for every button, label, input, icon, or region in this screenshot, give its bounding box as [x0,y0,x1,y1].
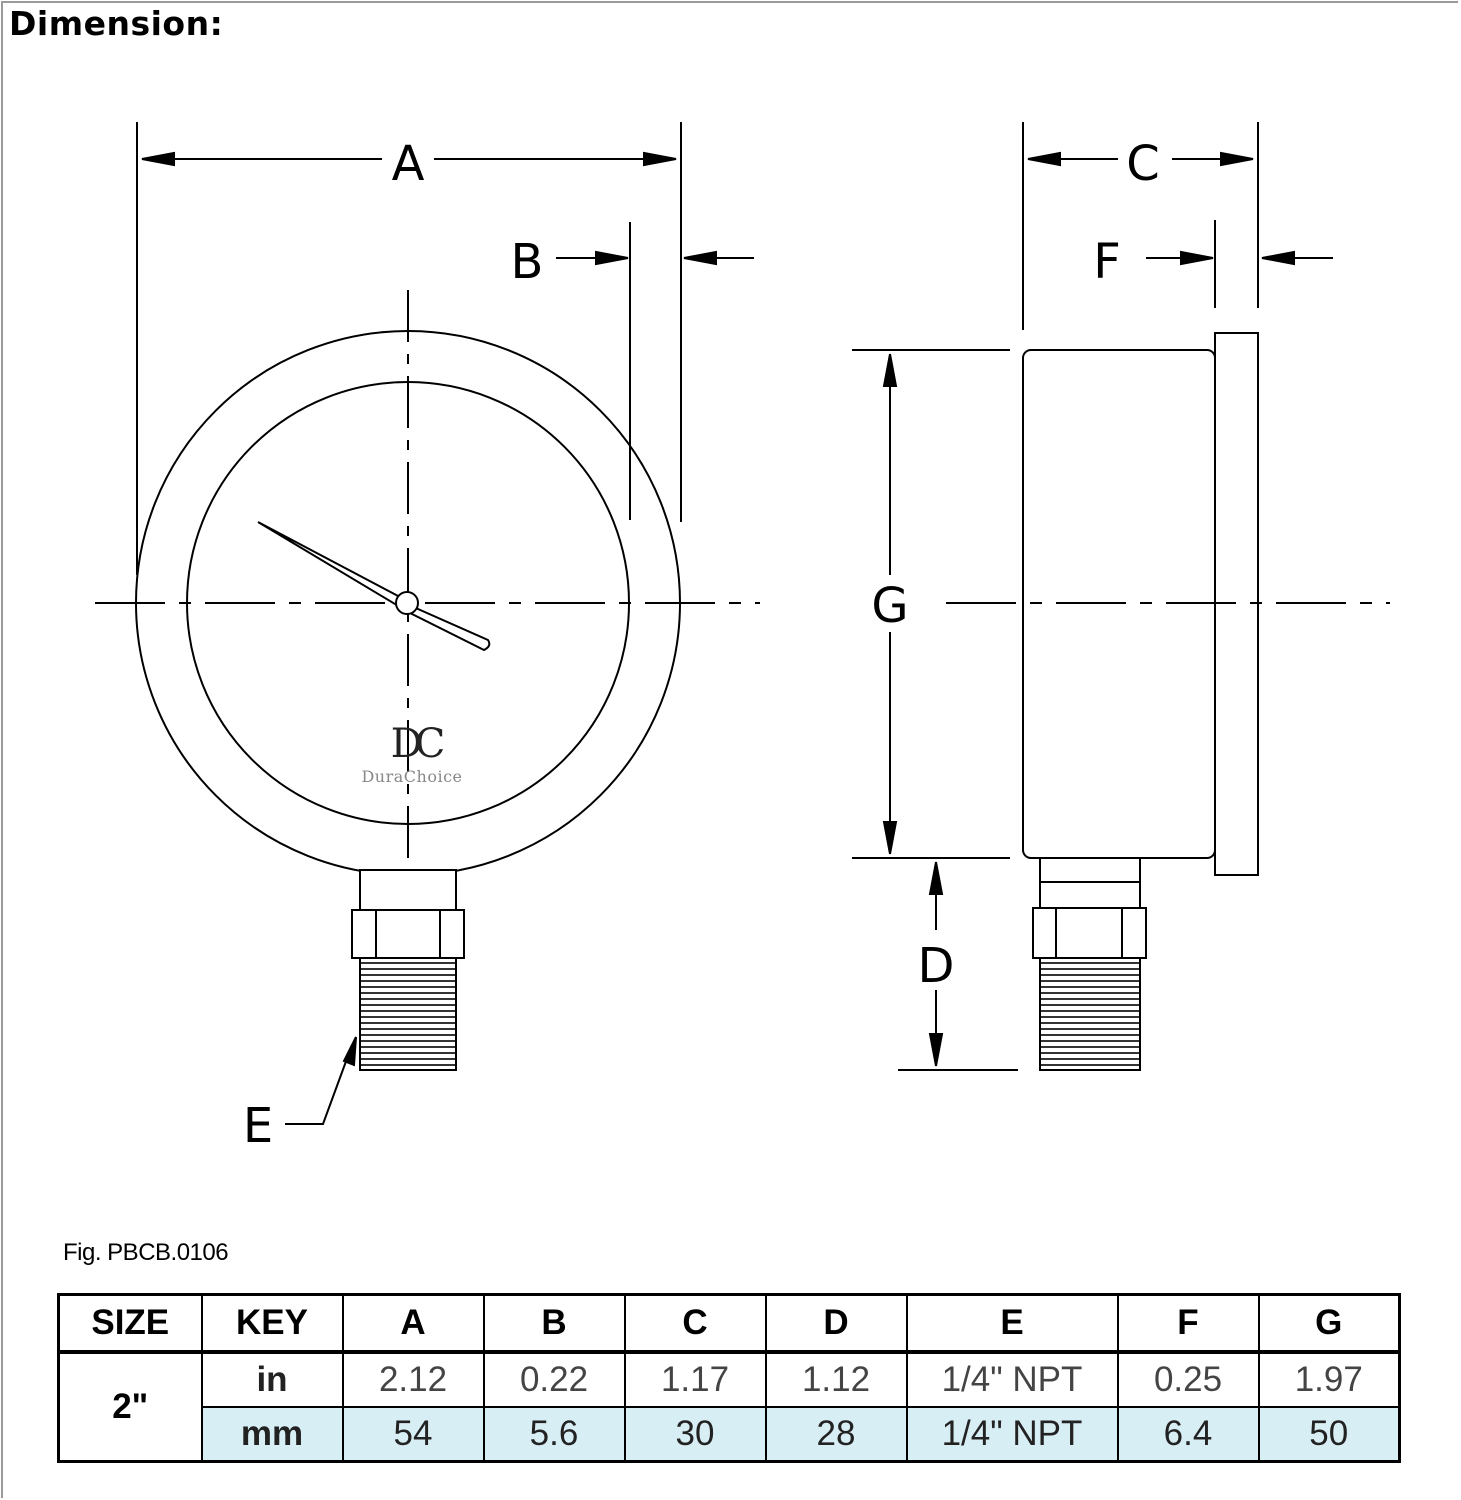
key-cell-mm: mm [200,1406,344,1463]
dim-label-f: F [1093,234,1121,290]
gauge-dimension-drawing: A B C F G D E DC DuraChoice [95,122,1390,1154]
table-cell: 1.17 [623,1351,767,1408]
dim-label-a: A [392,136,425,192]
logo-monogram: DC [391,721,444,767]
table-cell: 54 [341,1406,485,1463]
table-cell: 1.12 [764,1351,908,1408]
header-b: B [482,1293,626,1354]
figure-caption: Fig. PBCB.0106 [63,1239,229,1266]
header-key: KEY [200,1293,344,1354]
table-cell: 30 [623,1406,767,1463]
table-cell: 2.12 [341,1351,485,1408]
header-d: D [764,1293,908,1354]
side-hex-nut [1032,907,1147,959]
table-row-mm: mm 54 5.6 30 28 1/4" NPT 6.4 50 [59,1406,1401,1463]
table-cell: 0.22 [482,1351,626,1408]
gauge-needle [257,521,491,652]
key-cell-in: in [200,1351,344,1408]
front-hex-nut [351,909,465,959]
size-cell: 2" [57,1351,203,1463]
header-c: C [623,1293,767,1354]
table-cell: 0.25 [1116,1351,1260,1408]
needle-hub [395,591,419,615]
table-cell: 1/4" NPT [905,1351,1119,1408]
page-title: Dimension: [9,4,224,43]
table-cell: 1/4" NPT [905,1406,1119,1463]
front-thread [359,957,457,1071]
table-row-in: 2" in 2.12 0.22 1.17 1.12 1/4" NPT 0.25 … [57,1351,1401,1463]
dimension-table: SIZE KEY A B C D E F G 2" in 2.12 0.22 1… [57,1293,1401,1463]
table-cell: 1.97 [1257,1351,1401,1408]
header-size: SIZE [57,1293,203,1354]
header-f: F [1116,1293,1260,1354]
table-header-row: SIZE KEY A B C D E F G [57,1293,1401,1354]
side-thread [1039,957,1141,1071]
table-cell: 6.4 [1116,1406,1260,1463]
header-g: G [1257,1293,1401,1354]
table-cell: 50 [1257,1406,1401,1463]
dim-label-b: B [511,234,544,290]
header-a: A [341,1293,485,1354]
dim-label-g: G [871,578,908,634]
dim-label-d: D [918,938,955,994]
front-stem-neck [359,869,457,911]
table-cell: 5.6 [482,1406,626,1463]
dim-label-c: C [1126,136,1160,192]
header-e: E [905,1293,1119,1354]
table-cell: 28 [764,1406,908,1463]
logo-brand-text: DuraChoice [361,767,462,786]
dim-label-e: E [243,1098,273,1154]
